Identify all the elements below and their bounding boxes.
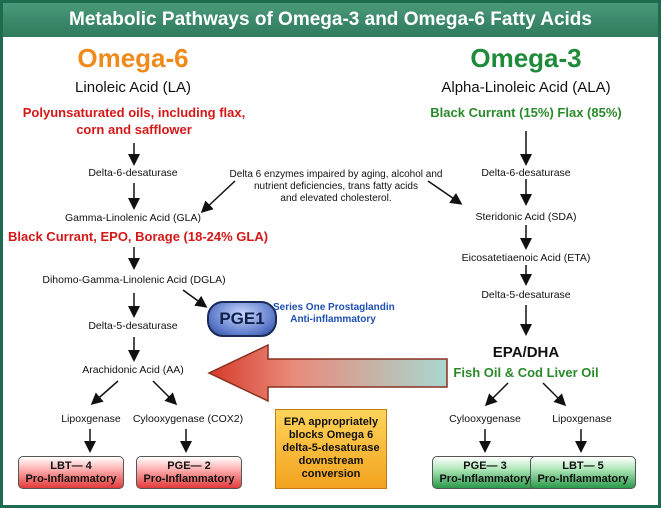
epa-note-box: EPA appropriately blocks Omega 6 delta-5… <box>275 409 387 489</box>
center-note-line1: Delta 6 enzymes impaired by aging, alcoh… <box>229 169 443 180</box>
arrow-note-left <box>200 180 236 214</box>
lbt4-label: LBT— 4 <box>50 460 92 472</box>
lbt5-box: LBT— 5 Pro-Inflammatory <box>530 456 636 489</box>
pge3-box: PGE— 3 Pro-Inflammatory <box>432 456 538 489</box>
omega3-delta6: Delta-6-desaturase <box>481 167 571 179</box>
arrow-note-right <box>427 180 463 205</box>
omega6-dgla: Dihomo-Gamma-Linolenic Acid (DGLA) <box>42 274 226 286</box>
pge1-caption-line1: Series One Prostaglandin <box>273 302 395 313</box>
omega3-acid: Alpha-Linoleic Acid (ALA) <box>441 79 611 96</box>
arrow-layer <box>84 131 587 453</box>
omega6-lipoxygenase: Lipoxgenase <box>61 413 121 425</box>
pge1-caption-line2: Anti-inflammatory <box>290 314 376 325</box>
pge2-label: PGE— 2 <box>167 460 211 472</box>
omega6-gla-sources: Black Currant, EPO, Borage (18-24% GLA) <box>8 229 269 244</box>
block-arrow <box>207 343 448 403</box>
pge2-box: PGE— 2 Pro-Inflammatory <box>136 456 242 489</box>
pge1-pill: PGE1 <box>207 301 277 337</box>
omega3-epa-sources: Fish Oil & Cod Liver Oil <box>453 365 599 380</box>
omega6-sources-line2: corn and safflower <box>76 122 192 137</box>
omega3-cox: Cylooxygenase <box>449 413 521 425</box>
lbt5-label: LBT— 5 <box>562 460 604 472</box>
omega6-gla: Gamma-Linolenic Acid (GLA) <box>65 212 201 224</box>
epa-note-line4: downstream <box>298 455 364 467</box>
lbt4-box: LBT— 4 Pro-Inflammatory <box>18 456 124 489</box>
omega3-eta: Eicosatetiaenoic Acid (ETA) <box>461 252 591 264</box>
epa-note-line2: blocks Omega 6 <box>288 429 374 441</box>
pge2-effect: Pro-Inflammatory <box>143 473 235 485</box>
omega3-epa: EPA/DHA <box>492 344 560 361</box>
epa-note-line1: EPA appropriately <box>283 416 379 428</box>
omega3-heading: Omega-3 <box>470 43 582 73</box>
arrow-aa-cox2 <box>152 380 178 406</box>
omega3-sources: Black Currant (15%) Flax (85%) <box>430 105 622 120</box>
lbt5-effect: Pro-Inflammatory <box>537 473 629 485</box>
omega3-lipoxygenase: Lipoxgenase <box>552 413 612 425</box>
omega3-delta5: Delta-5-desaturase <box>481 289 571 301</box>
pge3-label: PGE— 3 <box>463 460 507 472</box>
arrow-epa-cox <box>484 382 509 407</box>
omega6-acid: Linoleic Acid (LA) <box>75 79 191 96</box>
arrow-dgla-pge1 <box>182 289 208 308</box>
omega3-sda: Steridonic Acid (SDA) <box>475 211 577 223</box>
omega6-sources-line1: Polyunsaturated oils, including flax, <box>22 105 246 120</box>
epa-note-line3: delta-5-desaturase <box>282 442 380 454</box>
lbt4-effect: Pro-Inflammatory <box>25 473 117 485</box>
omega6-cox2: Cylooxygenase (COX2) <box>132 413 244 425</box>
arrow-epa-lipox <box>542 382 567 407</box>
arrow-aa-lipoxygenase <box>90 380 119 405</box>
diagram-title: Metabolic Pathways of Omega-3 and Omega-… <box>3 3 658 37</box>
omega6-aa: Arachidonic Acid (AA) <box>82 364 184 376</box>
center-note-line3: and elevated cholesterol. <box>280 193 392 204</box>
omega6-heading: Omega-6 <box>77 43 189 73</box>
omega6-delta6: Delta-6-desaturase <box>88 167 178 179</box>
epa-note-line5: conversion <box>301 468 361 480</box>
pge3-effect: Pro-Inflammatory <box>439 473 531 485</box>
center-note-line2: nutrient deficiencies, trans fatty acids <box>254 181 418 192</box>
omega6-delta5: Delta-5-desaturase <box>88 320 178 332</box>
